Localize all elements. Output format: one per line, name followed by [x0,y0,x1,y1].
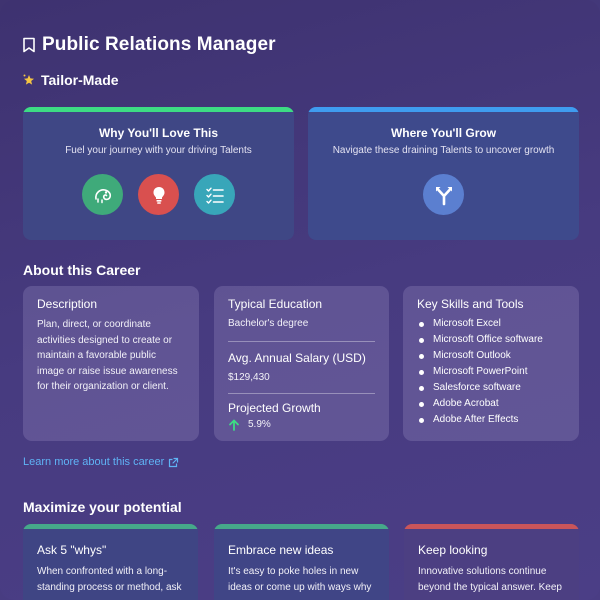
love-panel-title: Why You'll Love This [98,126,219,140]
salary-heading: Avg. Annual Salary (USD) [228,350,366,365]
love-panel: Why You'll Love This Fuel your journey w… [23,107,294,240]
education-value: Bachelor's degree [228,318,309,329]
page-title: Public Relations Manager [42,34,276,55]
potential-card-text: Innovative solutions continue beyond the… [418,566,562,593]
up-arrow-icon [229,419,239,431]
skill-item: Salesforce software [417,380,565,396]
stats-card: Typical Education Bachelor's degree Avg.… [214,286,389,441]
skill-item: Microsoft Outlook [417,348,565,364]
grow-panel-description: Navigate these draining Talents to uncov… [332,145,555,156]
checklist-icon[interactable] [194,174,235,215]
grow-panel: Where You'll Grow Navigate these drainin… [308,107,579,240]
skills-heading: Key Skills and Tools [417,297,524,311]
skill-item: Microsoft PowerPoint [417,364,565,380]
grow-panel-title: Where You'll Grow [390,126,497,140]
potential-card-text: When confronted with a long-standing pro… [37,566,182,593]
chameleon-icon[interactable] [82,174,123,215]
potential-card-accent [23,524,198,529]
potential-section-title: Maximize your potential [23,499,182,515]
potential-card: Keep looking Innovative solutions contin… [404,524,579,600]
potential-card-title: Keep looking [418,543,488,557]
potential-card-text: It's easy to poke holes in new ideas or … [228,566,372,593]
description-card: Description Plan, direct, or coordinate … [23,286,199,441]
skills-list: Microsoft Excel Microsoft Office softwar… [417,316,565,428]
skill-item: Adobe After Effects [417,412,565,428]
love-accent-bar [23,107,294,112]
stats-divider [228,340,375,342]
skill-item: Microsoft Office software [417,332,565,348]
tailor-made-label: Tailor-Made [41,72,119,88]
potential-card-accent [404,524,579,529]
potential-card-accent [214,524,389,529]
salary-value: $129,430 [228,371,270,383]
merge-arrows-icon[interactable] [423,174,464,215]
description-heading: Description [37,297,98,311]
growth-row: 5.9% [228,417,375,433]
skill-item: Microsoft Excel [417,316,565,332]
education-heading: Typical Education [228,297,323,311]
learn-more-label: Learn more about this career [23,456,165,468]
about-section-title: About this Career [23,262,141,278]
external-link-icon [169,457,179,467]
growth-heading: Projected Growth [228,401,321,415]
love-panel-description: Fuel your journey with your driving Tale… [65,145,252,156]
potential-card: Ask 5 "whys" When confronted with a long… [23,524,198,600]
subtitle-row: Tailor-Made [22,72,119,88]
title-row: Public Relations Manager [22,34,276,56]
potential-card-title: Embrace new ideas [228,543,334,557]
skill-item: Adobe Acrobat [417,396,565,412]
description-text: Plan, direct, or coordinate activities d… [37,319,178,392]
growth-value: 5.9% [248,419,271,430]
bookmark-icon[interactable] [22,37,36,53]
stats-divider [228,393,375,394]
lightbulb-icon[interactable] [138,174,179,215]
grow-accent-bar [308,107,579,112]
learn-more-link[interactable]: Learn more about this career [23,456,179,468]
sparkle-star-icon [23,74,34,85]
potential-card-title: Ask 5 "whys" [37,543,107,557]
skills-card: Key Skills and Tools Microsoft Excel Mic… [403,286,579,441]
potential-card: Embrace new ideas It's easy to poke hole… [214,524,389,600]
